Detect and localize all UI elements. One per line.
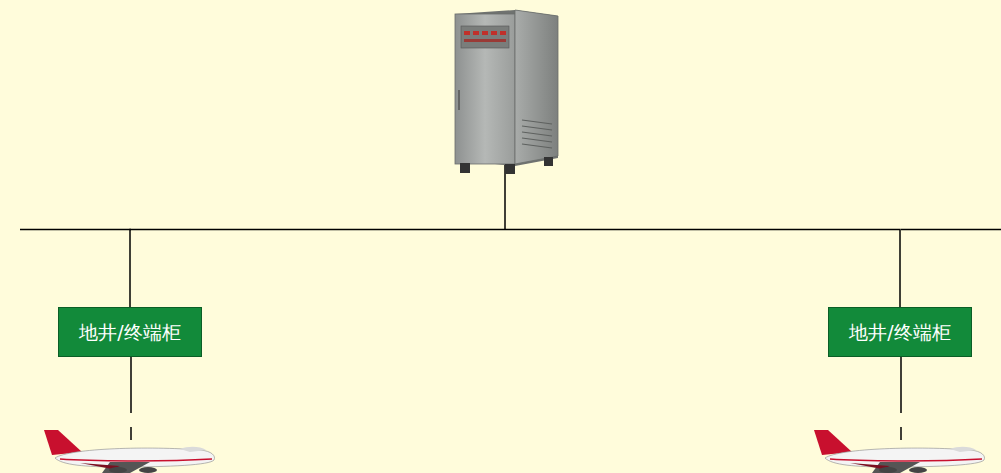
terminal-box: 地井/终端柜 xyxy=(58,307,202,357)
bus-line xyxy=(901,229,1001,231)
bus-connector xyxy=(130,230,900,308)
feeder-line xyxy=(131,357,901,440)
power-cabinet xyxy=(455,10,558,174)
box-label: 地井/终端柜 xyxy=(849,321,950,344)
bus-line xyxy=(20,229,131,231)
aircraft xyxy=(44,430,214,473)
terminal-box: 地井/终端柜 xyxy=(828,307,972,357)
box-label: 地井/终端柜 xyxy=(79,321,180,344)
